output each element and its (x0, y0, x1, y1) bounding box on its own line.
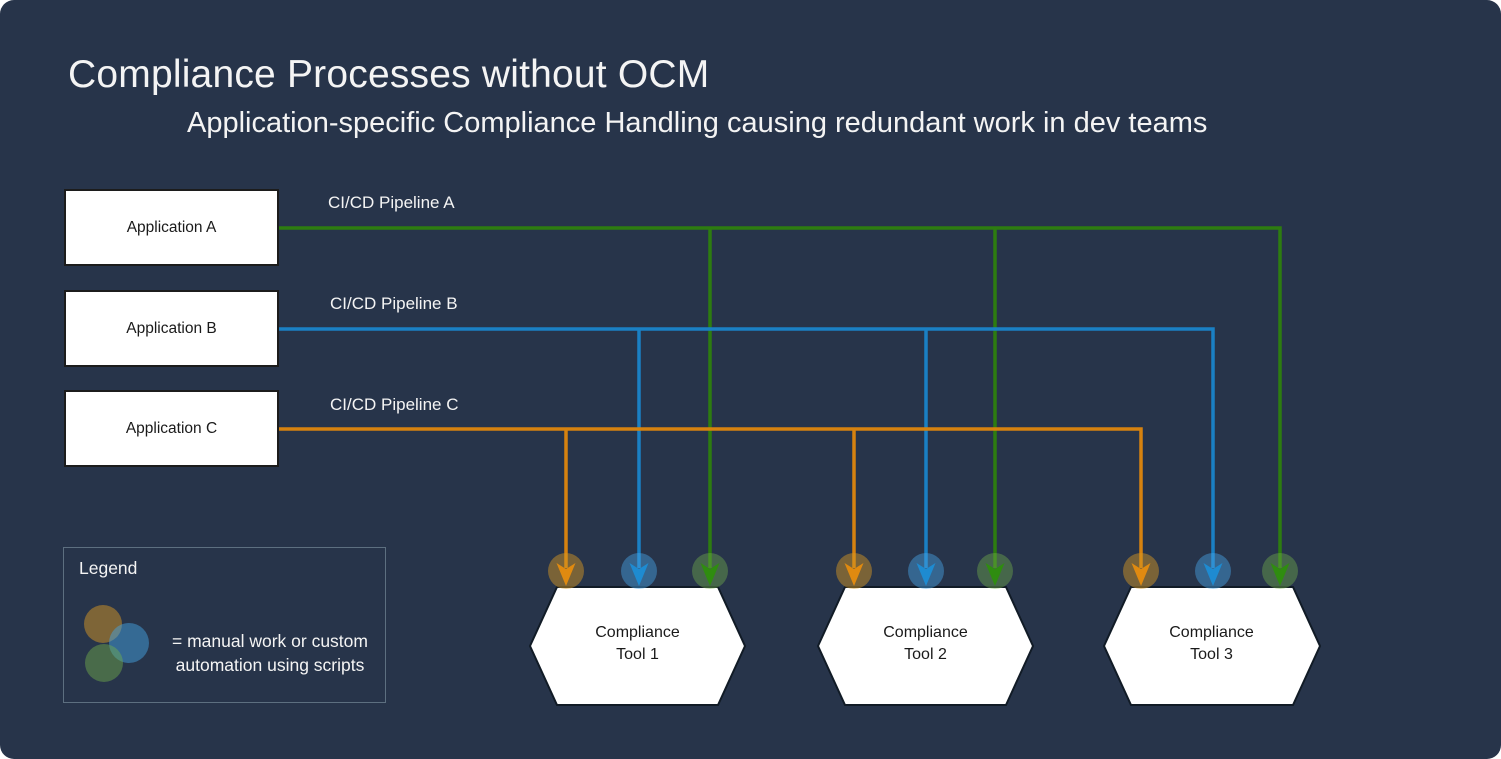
compliance-tool-1-label: Compliance Tool 1 (530, 622, 745, 666)
compliance-tool-1-node (528, 586, 747, 706)
arrow-icon-orange-tool3 (1131, 563, 1151, 586)
arrow-icon-blue-tool1 (629, 563, 649, 586)
legend-description: = manual work or custom automation using… (157, 629, 383, 677)
compliance-tool-2-label: Compliance Tool 2 (818, 622, 1033, 666)
pipeline-b-main-line (279, 327, 1215, 568)
arrow-icon-orange-tool2 (844, 563, 864, 586)
pipeline-b-label: CI/CD Pipeline B (330, 294, 458, 313)
legend-title: Legend (79, 558, 138, 578)
legend-panel: Legend = manual work or custom automatio… (63, 547, 386, 703)
legend-circle-blue (109, 623, 149, 663)
tool-hexagons (528, 586, 1322, 706)
compliance-tool-2-node (816, 586, 1035, 706)
arrow-icon-green-tool1 (700, 563, 720, 586)
application-a-label: Application A (126, 218, 217, 236)
pipeline-b-lines (279, 327, 1215, 568)
legend-manual-work-icon (84, 605, 149, 682)
application-a-node: Application A (64, 189, 279, 266)
compliance-tool-3-label-line2: Tool 3 (1190, 646, 1233, 663)
pipeline-c-lines (279, 427, 1143, 568)
arrow-icon-green-tool3 (1270, 563, 1290, 586)
application-b-node: Application B (64, 290, 279, 367)
compliance-tool-1-label-line1: Compliance (595, 624, 680, 641)
legend-description-line2: automation using scripts (175, 655, 365, 675)
arrow-icon-green-tool2 (985, 563, 1005, 586)
arrow-icon-blue-tool2 (916, 563, 936, 586)
legend-circle-orange (84, 605, 122, 643)
page-subtitle: Application-specific Compliance Handling… (187, 107, 1208, 139)
compliance-tool-2-label-line2: Tool 2 (904, 646, 947, 663)
compliance-tool-3-label-line1: Compliance (1169, 624, 1254, 641)
arrowheads (556, 563, 1290, 586)
application-c-node: Application C (64, 390, 279, 467)
compliance-tool-2-label-line1: Compliance (883, 624, 968, 641)
compliance-tool-3-label: Compliance Tool 3 (1104, 622, 1319, 666)
pipeline-a-label: CI/CD Pipeline A (328, 193, 455, 212)
compliance-tool-1-label-line2: Tool 1 (616, 646, 659, 663)
pipeline-c-label: CI/CD Pipeline C (330, 395, 459, 414)
compliance-tool-3-node (1102, 586, 1322, 706)
arrow-icon-blue-tool3 (1203, 563, 1223, 586)
arrow-icon-orange-tool1 (556, 563, 576, 586)
pipeline-a-lines (279, 226, 1282, 568)
application-b-label: Application B (126, 319, 217, 337)
legend-circle-green (85, 644, 123, 682)
page-title: Compliance Processes without OCM (68, 53, 710, 96)
pipeline-a-main-line (279, 226, 1282, 568)
legend-description-line1: = manual work or custom (172, 631, 368, 651)
application-c-label: Application C (125, 419, 218, 437)
